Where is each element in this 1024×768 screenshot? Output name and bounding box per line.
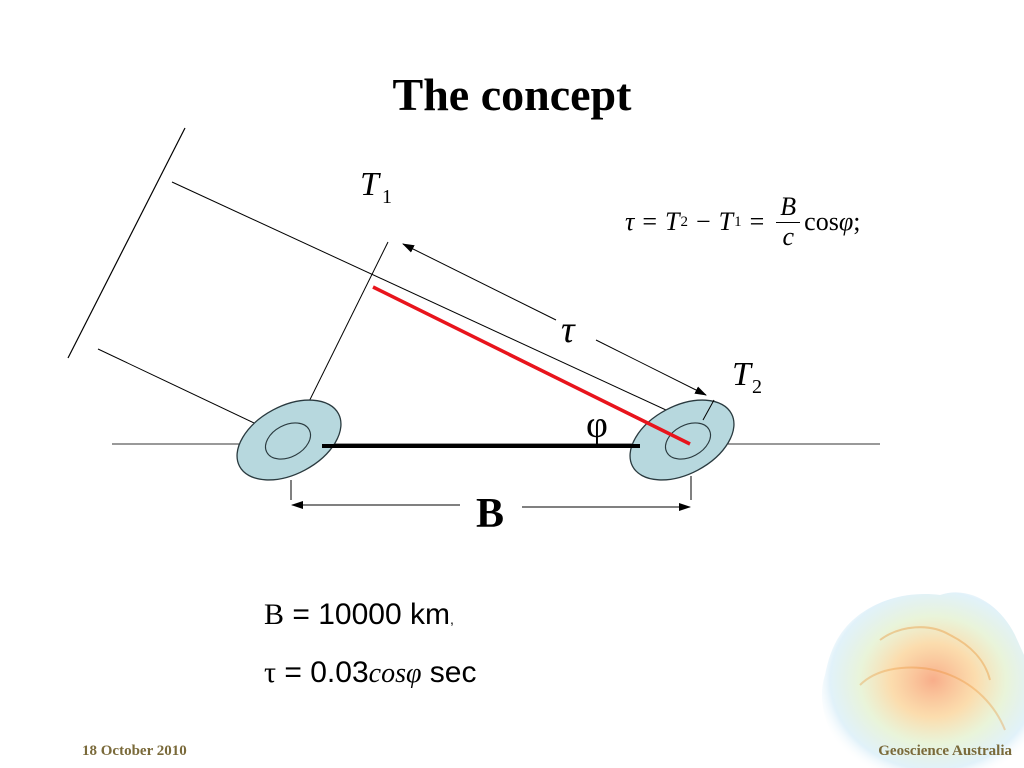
slide-title: The concept [392, 69, 632, 120]
note-delay-cos: cosφ [368, 658, 422, 689]
note-baseline: B = 10000 km, [264, 598, 454, 632]
tau-arrow-right [595, 339, 707, 396]
label-t2: T [732, 356, 753, 393]
antenna-1 [236, 399, 342, 481]
formula-end: ; [853, 207, 861, 236]
formula-t1-sub: 1 [734, 213, 742, 230]
feed-line-t2 [702, 399, 715, 421]
australia-map-logo [821, 592, 1024, 768]
footer-date: 18 October 2010 [82, 743, 187, 759]
note-baseline-value: = 10000 km [284, 598, 450, 631]
formula-minus: − [695, 207, 711, 236]
formula-cos: cos [804, 207, 839, 236]
tau-arrow-left [402, 243, 557, 321]
formula-t2-sub: 2 [680, 213, 688, 230]
wavefront-line [67, 127, 186, 359]
formula-numerator: B [776, 192, 801, 223]
note-delay-value: = 0.03 [276, 656, 369, 689]
formula-fraction: B c [776, 192, 801, 251]
formula-phi: φ [838, 207, 854, 236]
note-delay-unit: sec [421, 656, 477, 689]
note-delay: τ = 0.03cosφ sec [264, 656, 477, 690]
footer-organization: Geoscience Australia [878, 743, 1012, 759]
formula-tau: τ [625, 207, 635, 236]
label-baseline: B [476, 491, 504, 537]
label-t2-sub: 2 [752, 376, 762, 398]
note-baseline-var: B [264, 598, 285, 631]
formula-equals-1: = [642, 207, 657, 236]
label-t1-sub: 1 [382, 186, 392, 208]
formula-equals-2: = [749, 207, 765, 236]
formula-t2: T [664, 207, 680, 236]
note-delay-var: τ [264, 656, 277, 689]
formula-denominator: c [782, 221, 794, 251]
note-baseline-comma: , [449, 611, 454, 627]
delay-segment [372, 285, 691, 446]
label-t1: T [360, 166, 381, 203]
label-phi: φ [586, 404, 608, 446]
formula-t1: T [718, 207, 734, 236]
signal-ray-upper [171, 181, 719, 435]
label-tau: τ [561, 309, 576, 351]
